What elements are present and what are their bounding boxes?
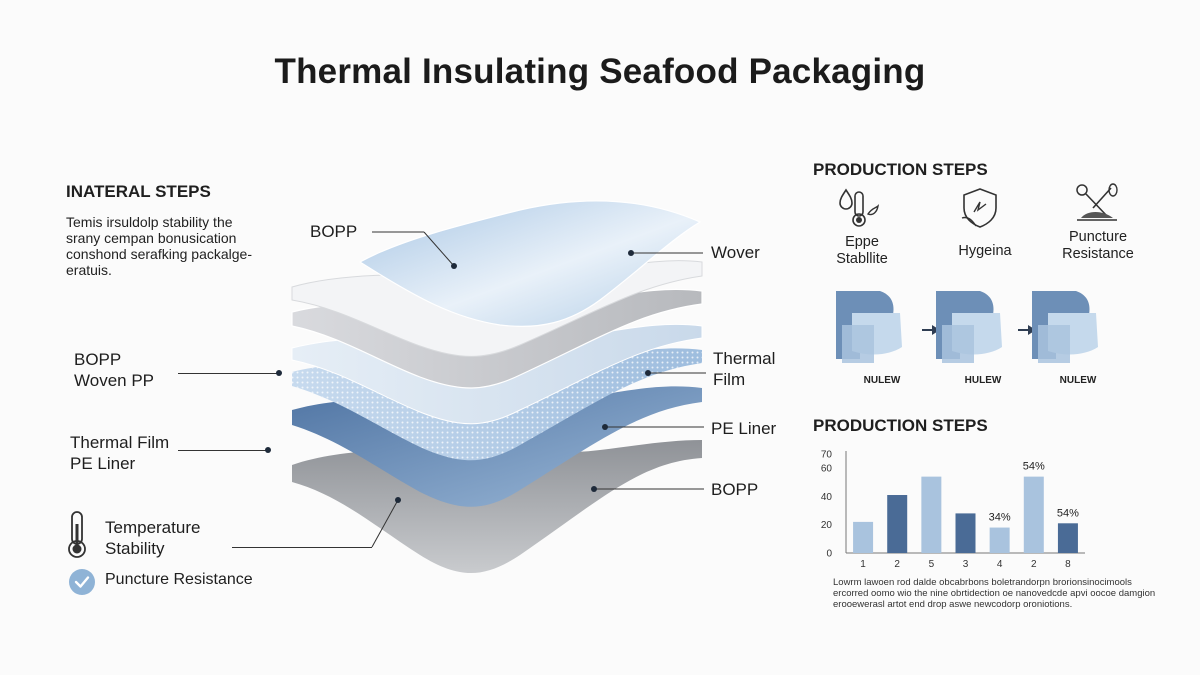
bar bbox=[989, 527, 1010, 553]
label-line: Woven PP bbox=[74, 371, 155, 390]
note-line: erooewerasl artot end drop aswe newcodor… bbox=[833, 599, 1073, 610]
puncture-resistance-label: Puncture Resistance bbox=[105, 571, 253, 588]
bar-data-label: 34% bbox=[989, 512, 1011, 524]
callout-dot bbox=[265, 447, 271, 453]
check-circle-icon bbox=[69, 569, 95, 595]
label-line: Resistance bbox=[1062, 246, 1134, 262]
paragraph-line: conshond serafking packalge- bbox=[66, 246, 253, 262]
callout-line bbox=[232, 547, 372, 548]
chart-heading: PRODUCTION STEPS bbox=[813, 416, 988, 435]
layer-label-bopp-bottom: BOPP bbox=[711, 480, 759, 499]
label-line: PE Liner bbox=[70, 454, 136, 473]
label-line: Hygeina bbox=[958, 243, 1012, 259]
bar bbox=[1023, 476, 1044, 553]
layer-label-pe-liner: PE Liner bbox=[711, 419, 777, 438]
label-line: Thermal Film bbox=[70, 433, 170, 452]
label-bopp-woven: BOPP Woven PP bbox=[74, 349, 154, 391]
process-step-2 bbox=[936, 291, 1002, 363]
puncture-tool-icon bbox=[1076, 183, 1118, 221]
x-tick-label: 8 bbox=[1065, 559, 1071, 570]
layer-label-bopp-top: BOPP bbox=[310, 222, 358, 241]
process-step-3 bbox=[1032, 291, 1098, 363]
y-tick-label: 20 bbox=[821, 520, 833, 531]
label-line: Eppe bbox=[845, 234, 879, 250]
layer-label-thermal-film: Thermal Film bbox=[713, 348, 775, 390]
bar bbox=[887, 495, 908, 553]
paragraph-line: srany cempan bonusication bbox=[66, 230, 237, 246]
layer-label-woven: Wover bbox=[711, 243, 760, 262]
chart-note: Lowrm lawoen rod dalde obcabrbons boletr… bbox=[833, 577, 1155, 610]
x-tick-label: 2 bbox=[894, 559, 900, 570]
x-tick-label: 2 bbox=[1031, 559, 1037, 570]
icon-label-puncture: Puncture Resistance bbox=[1052, 229, 1144, 263]
thermometer-icon bbox=[68, 511, 86, 558]
bar bbox=[955, 513, 976, 553]
y-tick-label: 40 bbox=[821, 492, 833, 503]
note-line: Lowrm lawoen rod dalde obcabrbons boletr… bbox=[833, 577, 1132, 588]
label-line: Temperature bbox=[105, 518, 201, 537]
process-step-1 bbox=[836, 291, 902, 363]
icon-label-hygeina: Hygeina bbox=[940, 243, 1030, 260]
bar bbox=[921, 476, 942, 553]
x-tick-label: 5 bbox=[929, 559, 935, 570]
bar-data-label: 54% bbox=[1057, 507, 1079, 519]
callout-line bbox=[178, 373, 278, 374]
x-tick-label: 4 bbox=[997, 559, 1003, 570]
process-steps-illustration bbox=[836, 291, 1098, 363]
x-tick-label: 1 bbox=[860, 559, 866, 570]
label-thermal-pe: Thermal Film PE Liner bbox=[70, 432, 169, 474]
page-title: Thermal Insulating Seafood Packaging bbox=[274, 52, 926, 91]
left-heading: INATERAL STEPS bbox=[66, 182, 211, 201]
paragraph-line: eratuis. bbox=[66, 262, 112, 278]
bar bbox=[853, 521, 874, 553]
shield-icon bbox=[961, 188, 997, 228]
callout-dot bbox=[276, 370, 282, 376]
y-tick-label: 70 bbox=[821, 450, 833, 461]
y-tick-label: 0 bbox=[826, 549, 832, 560]
paragraph-line: Temis irsuldolp stability the bbox=[66, 214, 233, 230]
label-line: Stability bbox=[105, 539, 165, 558]
production-steps-heading: PRODUCTION STEPS bbox=[813, 160, 988, 179]
label-line: Thermal bbox=[713, 349, 776, 368]
label-line: Film bbox=[713, 370, 746, 389]
process-caption: NULEW bbox=[1059, 375, 1097, 386]
label-line: BOPP bbox=[74, 350, 122, 369]
callout-line bbox=[178, 450, 268, 451]
left-paragraph: Temis irsuldolp stability the srany cemp… bbox=[66, 214, 252, 278]
note-line: ercorred oomo wio the nine obrtidection … bbox=[833, 588, 1156, 599]
bar-chart: 0 20 40 60 70 1 2 5 3 4 34% 2 54% 8 54% bbox=[821, 450, 1085, 570]
temperature-stability-label: Temperature Stability bbox=[105, 517, 200, 559]
y-tick-label: 60 bbox=[821, 464, 833, 475]
top-film-layer bbox=[358, 200, 702, 328]
process-caption: HULEW bbox=[964, 375, 1002, 386]
icon-label-eppe: Eppe Stabllite bbox=[818, 234, 906, 268]
bar-data-label: 54% bbox=[1023, 461, 1045, 473]
process-caption: NULEW bbox=[863, 375, 901, 386]
bar bbox=[1057, 523, 1078, 553]
x-tick-label: 3 bbox=[963, 559, 969, 570]
label-line: Puncture bbox=[1068, 229, 1128, 245]
thermometer-drop-icon bbox=[839, 188, 880, 227]
label-line: Stabllite bbox=[836, 251, 888, 267]
